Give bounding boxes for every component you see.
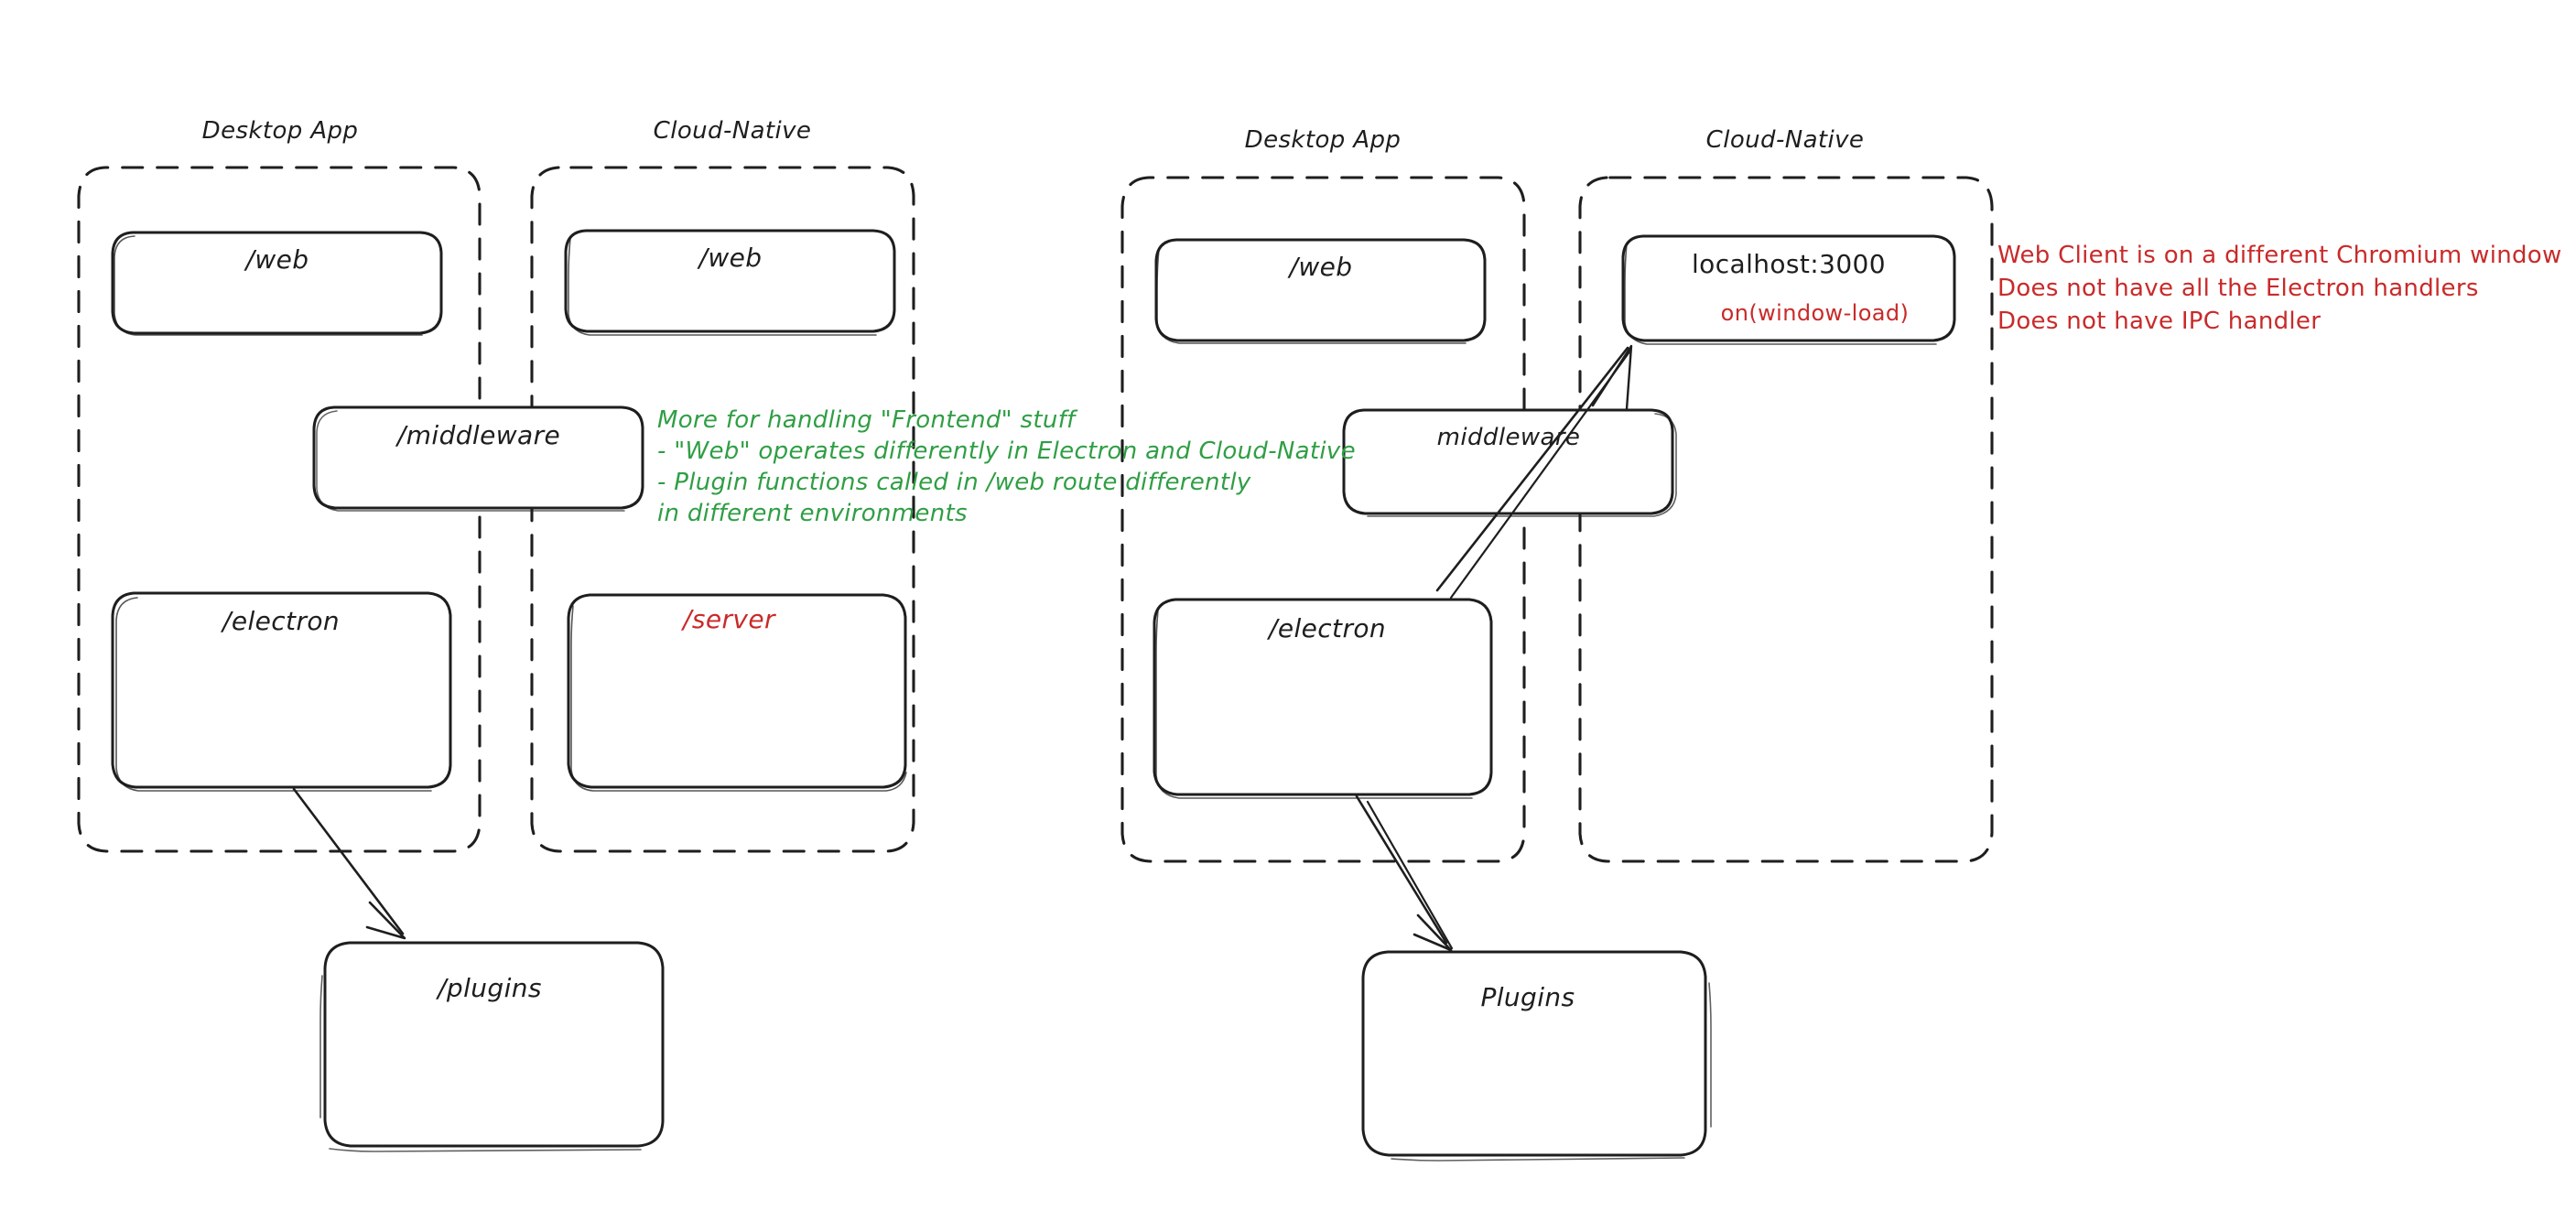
arrow-right-electron-to-localhost: [1435, 344, 1633, 600]
arrow-left-electron-to-plugins: [292, 787, 406, 940]
box-frame-right-web: [1154, 238, 1487, 344]
box-label-right-middleware: middleware: [1436, 424, 1581, 451]
box-label-right-electron: /electron: [1269, 613, 1387, 643]
note-left-green-line-4: in different environments: [657, 500, 968, 527]
group-frame-left-desktop: [77, 166, 482, 853]
note-right-red-line-2: Does not have all the Electron handlers: [1997, 275, 2479, 302]
note-left-green-line-1: More for handling "Frontend" stuff: [657, 406, 1076, 434]
box-frame-left-middleware: [312, 405, 644, 512]
group-title-right-desktop: Desktop App: [1244, 126, 1402, 154]
box-label-left-electron: /electron: [222, 606, 341, 636]
group-frame-right-desktop: [1120, 176, 1526, 863]
box-label-left-plugins: /plugins: [438, 973, 542, 1003]
box-frame-left-web: [111, 231, 443, 336]
box-frame-left-server: [567, 593, 907, 792]
note-right-red-line-3: Does not have IPC handler: [1997, 308, 2322, 335]
box-frame-left-web-cloud: [564, 229, 896, 336]
group-frame-right-cloud: [1578, 176, 1994, 863]
box-frame-left-electron: [111, 591, 452, 792]
box-label-right-web: /web: [1289, 252, 1353, 282]
box-frame-right-electron: [1153, 598, 1493, 799]
note-left-green-line-2: - "Web" operates differently in Electron…: [657, 438, 1356, 465]
box-label-left-web: /web: [245, 244, 309, 275]
box-frame-left-plugins: [319, 941, 665, 1152]
group-title-left-cloud: Cloud-Native: [653, 117, 812, 145]
arrow-right-electron-to-plugins: [1355, 794, 1454, 952]
box-label-left-web-cloud: /web: [698, 243, 763, 273]
box-label-right-plugins: Plugins: [1480, 982, 1575, 1012]
box-label-left-middleware: /middleware: [396, 420, 561, 450]
box-label-left-server: /server: [683, 604, 775, 634]
note-left-green-line-3: - Plugin functions called in /web route …: [657, 469, 1251, 496]
box-frame-right-plugins: [1361, 950, 1712, 1162]
note-right-red-line-1: Web Client is on a different Chromium wi…: [1997, 242, 2562, 269]
box-frame-right-middleware: [1342, 408, 1677, 517]
box-sublabel-right-localhost: on(window-load): [1720, 300, 1910, 326]
group-title-left-desktop: Desktop App: [201, 117, 359, 145]
box-label-right-localhost: localhost:3000: [1692, 249, 1886, 279]
box-frame-right-localhost: [1621, 234, 1956, 345]
group-title-right-cloud: Cloud-Native: [1705, 126, 1865, 154]
